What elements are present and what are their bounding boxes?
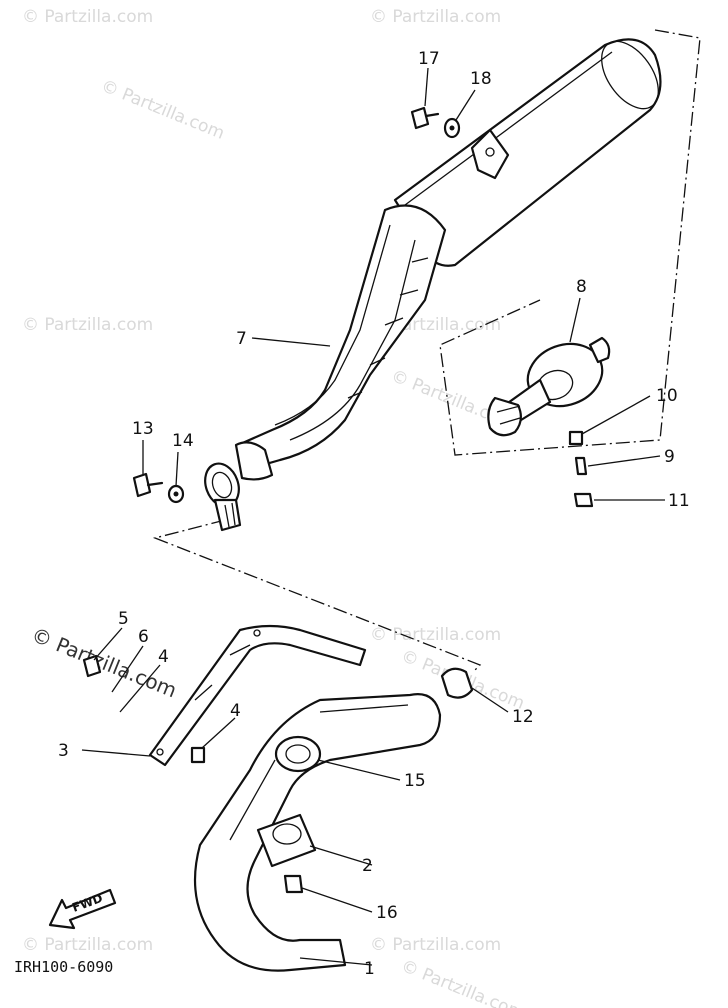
callout-9: 9 [664,447,675,467]
callout-12: 12 [512,707,534,727]
collar-10 [568,430,584,446]
nut-16 [283,874,304,894]
watermark-text: © Partzilla.com [398,956,527,1008]
callout-15: 15 [404,771,426,791]
washer-14 [167,484,185,504]
bolt-9 [574,456,588,476]
watermark-text: © Partzilla.com [22,315,153,335]
pipe-protector [148,624,367,767]
watermark-text: © Partzilla.com [370,7,501,27]
flange-2 [256,813,317,868]
bolt-5 [82,654,102,678]
watermark-text: © Partzilla.com [22,935,153,955]
callout-5: 5 [118,609,129,629]
callout-2: 2 [362,856,373,876]
callout-16: 16 [376,903,398,923]
callout-3: 3 [58,741,69,761]
gasket-15 [274,735,322,773]
callout-14: 14 [172,431,194,451]
callout-1: 1 [364,959,375,979]
leader-lines [81,67,665,966]
callout-11: 11 [668,491,690,511]
watermark-text: © Partzilla.com [98,76,227,144]
callout-4a: 4 [158,647,169,667]
callout-7: 7 [236,329,247,349]
callout-4b: 4 [230,701,241,721]
callout-18: 18 [470,69,492,89]
callout-10: 10 [656,386,678,406]
callout-6: 6 [138,627,149,647]
callout-8: 8 [576,277,587,297]
washer-18 [443,117,461,139]
bolt-13 [132,472,164,498]
alignment-lines [152,29,701,671]
muffler-assembly [204,38,662,532]
callout-17: 17 [418,49,440,69]
watermark-text: © Partzilla.com [22,7,153,27]
callout-13: 13 [132,419,154,439]
collar-4 [190,746,206,764]
callout-labels: 17 18 7 8 10 9 11 13 14 5 6 4 4 3 12 15 … [58,49,690,979]
nut-11 [573,492,594,508]
fwd-arrow-icon: FWD [48,888,117,930]
tailpipe-assembly [487,336,611,437]
exhaust-pipe [193,693,442,972]
grommet-12 [440,667,474,699]
watermark-text: © Partzilla.com [370,625,501,645]
diagram-code: IRH100-6090 [14,958,113,976]
watermark-text: © Partzilla.com [370,935,501,955]
bolt-17 [410,106,440,130]
